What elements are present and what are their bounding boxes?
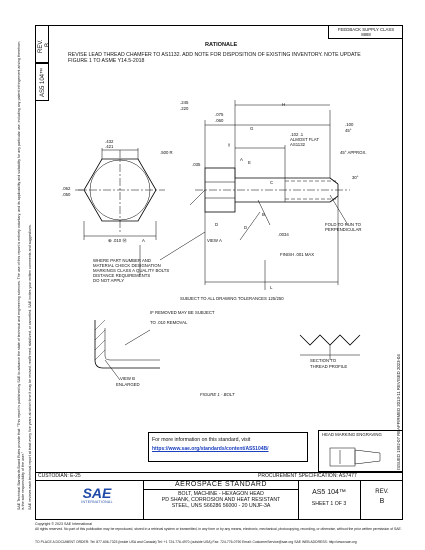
section-label-1: SECTION TO <box>310 358 337 363</box>
side-d-label: D <box>215 222 219 227</box>
notes-line: DISTANCE REQUIREMENTS <box>93 273 151 278</box>
cham-035: .035 <box>192 162 201 167</box>
custodian: CUSTODIAN: E-25 <box>38 473 81 479</box>
notes-line: WHERE PART NUMBER AND <box>93 258 152 263</box>
nomarks-note: SUBJECT TO ALL DRAWING TOLERANCES 125/25… <box>180 296 284 301</box>
note-30: .0034 <box>278 232 289 237</box>
view-b-detail <box>94 319 160 381</box>
sae-logo: SAE INTERNATIONAL <box>80 486 114 504</box>
notes-line: MATERIAL CHECK DESIGNATION <box>93 263 161 268</box>
dim-h: H <box>282 102 286 107</box>
footer-copyright: Copyright © 2023 SAE International <box>35 522 92 526</box>
head-marking-label: HEAD MARKING ENGRAVING <box>322 432 382 437</box>
head-marking-sketch <box>329 447 381 467</box>
hex-flat2: .050 <box>62 192 71 197</box>
hex-a1: .432 <box>105 139 114 144</box>
section-label-2: THREAD PROFILE <box>310 364 348 369</box>
head-marking-box <box>318 430 403 472</box>
feedback-line1: FEEDBACK SUPPLY CLASS <box>337 27 395 32</box>
feedback-line2: 8888 <box>361 32 371 37</box>
dim-gamma: γ <box>228 142 231 147</box>
hex-b: .500 R <box>160 150 173 155</box>
notes-line: DO NOT APPLY <box>93 278 125 283</box>
rationale-text: REVISE LEAD THREAD CHAMFER TO AS1132. AD… <box>68 52 361 64</box>
note-b: B <box>262 212 265 217</box>
datum-a: A <box>142 238 145 243</box>
procurement: PROCUREMENT SPECIFICATION: AS7477 <box>258 473 357 479</box>
dim-chamfer: .100 <box>345 122 354 127</box>
dim-thread-2: ALMOST FLAT <box>290 137 319 142</box>
note-finish: FINISH .001 MAX <box>280 252 315 257</box>
side-e-label: E <box>248 160 251 165</box>
dim-chamfer2: 45° <box>345 128 352 133</box>
dim-thread-3: AS1132 <box>290 142 305 147</box>
side-docnum-box <box>35 63 49 101</box>
docnum-divider <box>298 480 299 520</box>
dim-thread-1: .102 .1 <box>290 132 304 137</box>
desc-line-3: STEEL, UNS S66286 56000 - 20 UNJF-3A <box>171 503 271 509</box>
center-mark: ⊕ .010 Ⓜ <box>108 238 127 243</box>
enlarged-label: ENLARGED <box>116 382 140 387</box>
feedback-box <box>328 25 403 39</box>
org-divider <box>143 489 298 490</box>
dim-d: D <box>244 225 248 230</box>
sae-logo-mark: SAE <box>82 485 112 501</box>
footer-line2: TO PLACE A DOCUMENT ORDER: Tel: 877-606-… <box>35 540 357 544</box>
right-margin-dates: ISSUED 1992-07 REAFFIRMED 2013-11 REVISE… <box>396 354 401 470</box>
rationale-title: RATIONALE <box>205 42 238 48</box>
title-row-divider <box>35 472 403 473</box>
notes-block: WHERE PART NUMBER AND MATERIAL CHECK DES… <box>93 258 203 283</box>
side-rev-box <box>35 25 49 63</box>
org-title: AEROSPACE STANDARD <box>175 481 267 488</box>
footer-line1: All rights reserved. No part of this pub… <box>35 527 402 531</box>
view-b-label: VIEW B <box>120 376 136 381</box>
inset-note-2: TO .010 REMOVAL <box>150 320 188 325</box>
desc-line-2: PD SHANK, CORROSION AND HEAT RESISTANT <box>161 497 281 503</box>
logo-divider <box>143 480 144 520</box>
hex-a2: .421 <box>105 144 114 149</box>
title-row-divider-2 <box>35 480 403 481</box>
rev-value: B <box>379 498 385 505</box>
dim-060: .060 <box>215 118 224 123</box>
desc-line-1: BOLT, MACHINE - HEXAGON HEAD <box>178 491 264 497</box>
see-view-label: 45° APPROX. <box>340 150 367 155</box>
dim-top-2: .220 <box>180 106 189 111</box>
view-a-label: VIEW A <box>207 238 222 243</box>
hex-flat1: .062 <box>62 186 71 191</box>
info-link[interactable]: https://www.sae.org/standards/content/AS… <box>152 446 269 452</box>
note-fold: FOLD TO RUN TO PERPENDICULAR <box>325 222 362 232</box>
detail-a: A <box>240 157 243 162</box>
hex-head-end-view <box>75 148 165 240</box>
doc-number: AS5 104™ <box>312 489 346 496</box>
dim-30deg: 30° <box>352 175 359 180</box>
rev-label: REV. <box>375 489 389 495</box>
figure-caption: FIGURE 1 - BOLT <box>200 392 235 397</box>
info-box <box>148 432 308 462</box>
info-text: For more information on this standard, v… <box>152 437 251 443</box>
dim-top-1: .245 <box>180 100 189 105</box>
thread-profile-section <box>299 334 361 360</box>
dim-g: G <box>250 126 254 131</box>
sheet-number: SHEET 1 OF 3 <box>311 501 347 507</box>
rev-divider <box>360 480 361 520</box>
note-len: L <box>270 285 273 290</box>
bolt-side-view <box>189 100 350 290</box>
sae-logo-sub: INTERNATIONAL <box>81 500 113 504</box>
notes-line: MARKINGS CLASS A QUALITY BOLTS <box>93 268 170 273</box>
dim-075: .075 <box>215 112 224 117</box>
dim-c: C <box>270 180 274 185</box>
inset-note-1: IF REMOVED MAY BE SUBJECT <box>150 310 215 315</box>
